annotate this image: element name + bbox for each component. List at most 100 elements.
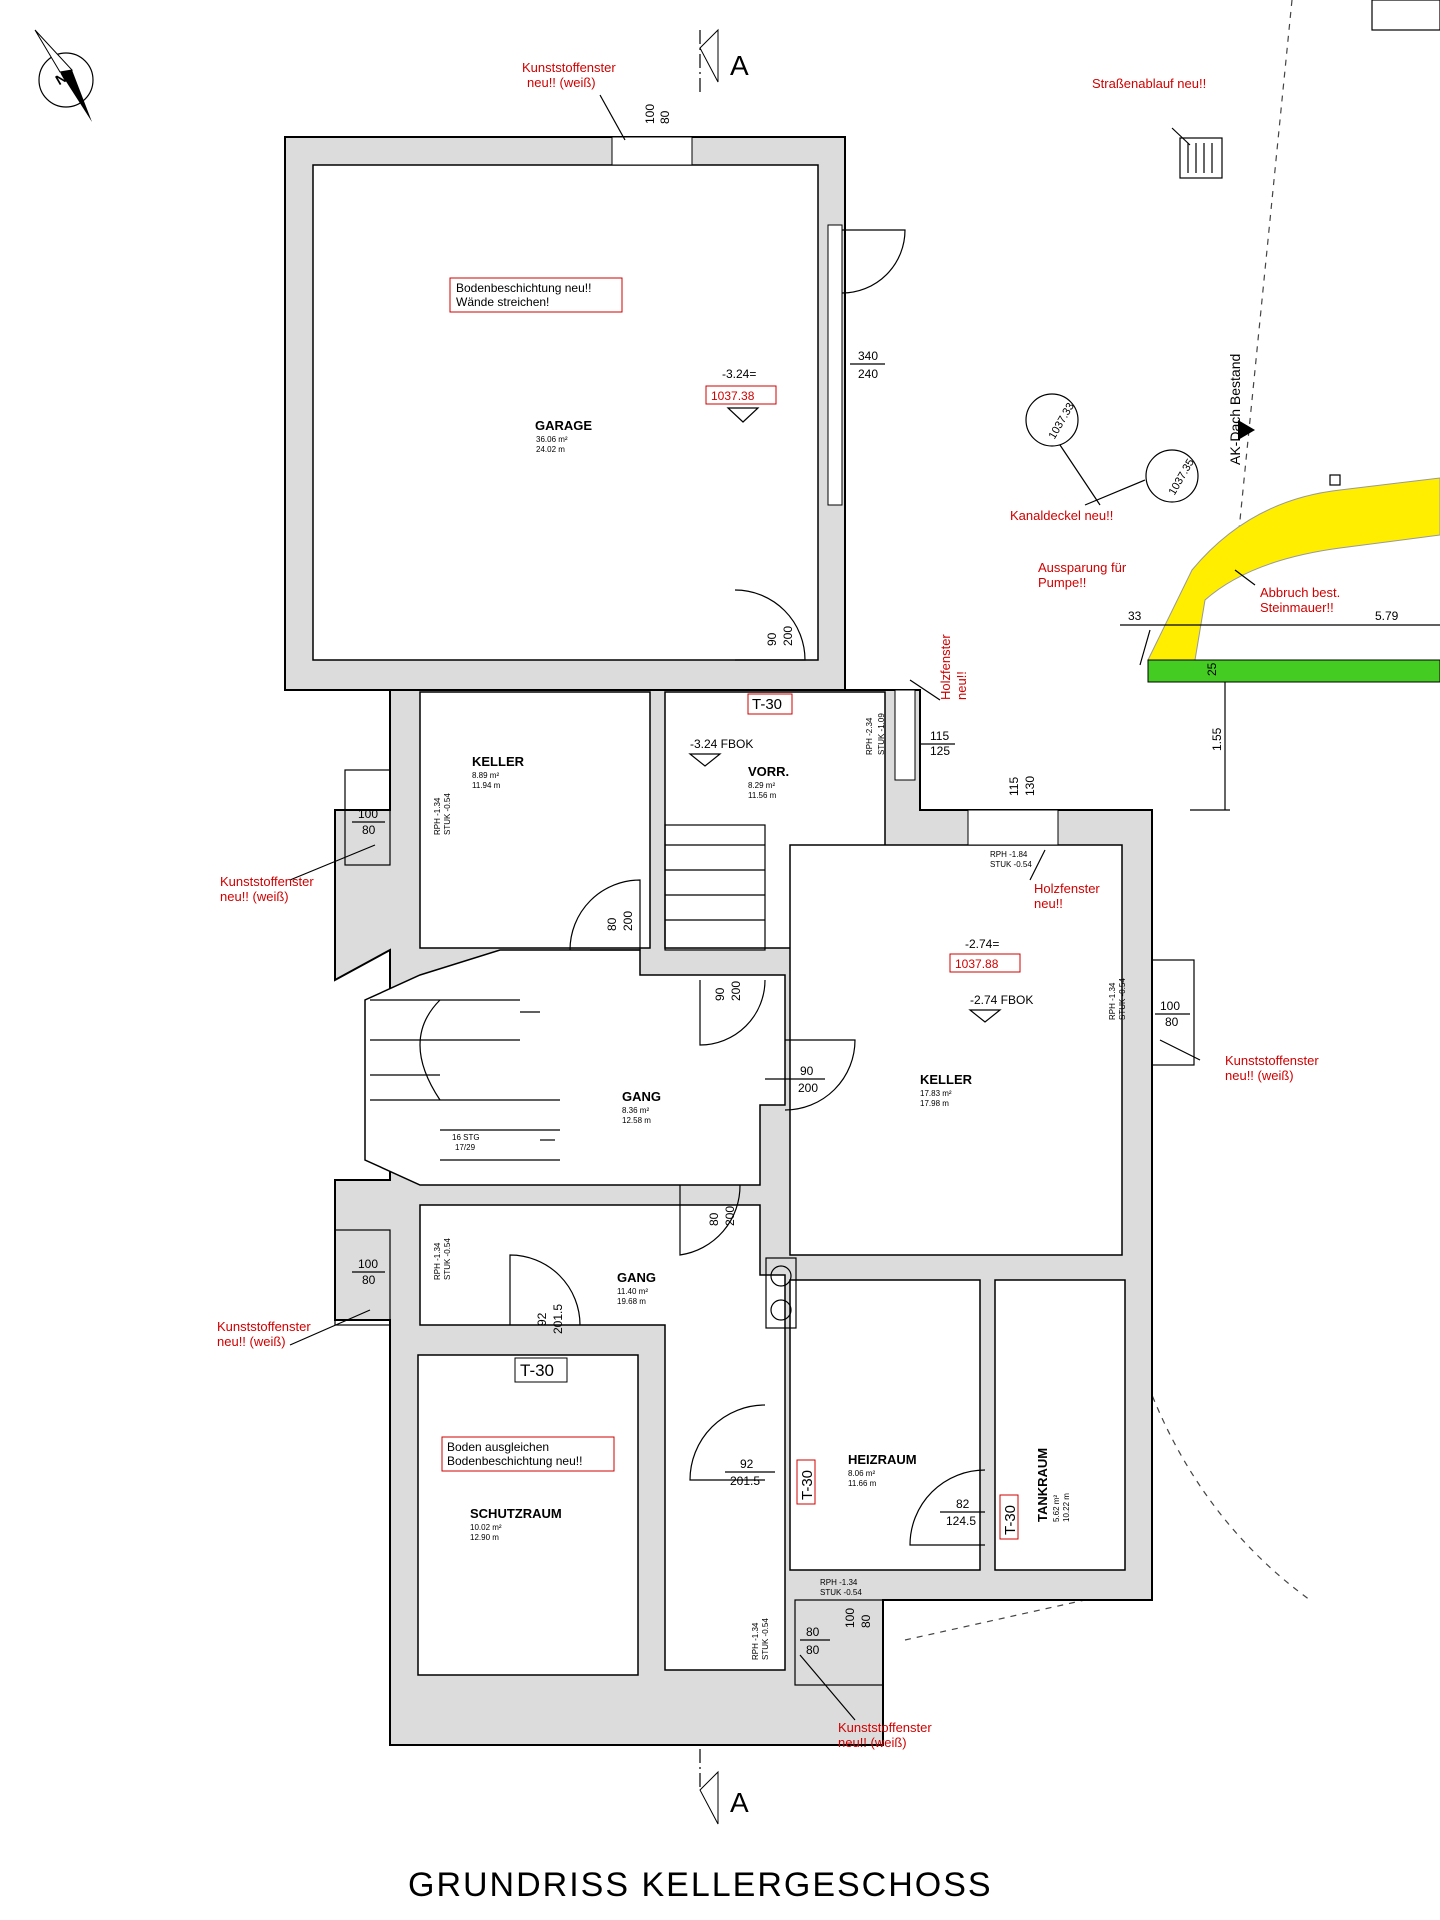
svg-text:TANKRAUM: TANKRAUM: [1035, 1448, 1050, 1522]
svg-text:T-30: T-30: [520, 1361, 554, 1380]
svg-text:340: 340: [858, 349, 878, 363]
svg-text:25: 25: [1205, 662, 1219, 676]
note-strassenablauf: Straßenablauf neu!!: [1092, 76, 1206, 91]
svg-text:200: 200: [729, 981, 743, 1001]
ak-dach-arrow-icon: [1238, 420, 1255, 440]
door-swing-1: [734, 589, 806, 661]
note-box-garage: Bodenbeschichtung neu!! Wände streichen!: [449, 277, 623, 313]
svg-text:11.94 m: 11.94 m: [472, 781, 501, 790]
svg-text:100: 100: [843, 1608, 857, 1628]
svg-text:Wände streichen!: Wände streichen!: [456, 295, 549, 309]
svg-text:STUK -1.09: STUK -1.09: [877, 713, 886, 755]
door-swing-3: [699, 979, 766, 1046]
room-label-gang1: GANG 8.36 m² 12.58 m: [622, 1089, 661, 1125]
marker-square: [1329, 474, 1341, 486]
svg-text:GARAGE: GARAGE: [535, 418, 592, 433]
garage-side-door: [841, 229, 906, 294]
removal-area: [1147, 477, 1440, 661]
existing-building-outline: [1371, 0, 1440, 31]
ak-dach-line: [1235, 0, 1293, 561]
note-holz-vorr: Holzfenster neu!!: [938, 634, 969, 700]
svg-text:24.02 m: 24.02 m: [536, 445, 565, 454]
svg-text:STUK -0.54: STUK -0.54: [761, 1618, 770, 1660]
svg-text:neu!! (weiß): neu!! (weiß): [1225, 1068, 1294, 1083]
section-label-bottom: A: [730, 1787, 749, 1818]
note-kunststoff-bottom: Kunststoffenster neu!! (weiß): [838, 1720, 932, 1750]
svg-text:Kunststoffenster: Kunststoffenster: [217, 1319, 311, 1334]
section-marker-top: A: [699, 28, 749, 95]
svg-text:Steinmauer!!: Steinmauer!!: [1260, 600, 1334, 615]
svg-text:19.68 m: 19.68 m: [617, 1297, 646, 1306]
svg-text:200: 200: [621, 911, 635, 931]
svg-text:-2.74=: -2.74=: [965, 937, 999, 951]
svg-text:124.5: 124.5: [946, 1514, 976, 1528]
note-box-schutzraum: Boden ausgleichen Bodenbeschichtung neu!…: [441, 1436, 615, 1472]
svg-text:100: 100: [1160, 999, 1180, 1013]
window-bay-bottom: [794, 1599, 884, 1686]
north-arrow-icon: N: [34, 29, 94, 122]
room-label-schutzraum: SCHUTZRAUM 10.02 m² 12.90 m: [470, 1506, 562, 1542]
room-label-vorr: VORR. 8.29 m² 11.56 m: [748, 764, 789, 800]
window-bay-right: [1151, 959, 1195, 1066]
svg-text:Boden ausgleichen: Boden ausgleichen: [447, 1440, 549, 1454]
svg-text:1.55: 1.55: [1210, 727, 1224, 751]
svg-text:T-30: T-30: [799, 1470, 816, 1500]
staircase: 16 STG 17/29: [370, 824, 766, 1161]
svg-text:RPH -1.34: RPH -1.34: [1108, 982, 1117, 1020]
svg-text:neu!! (weiß): neu!! (weiß): [527, 75, 596, 90]
svg-text:8.29 m²: 8.29 m²: [748, 781, 775, 790]
svg-text:Bodenbeschichtung neu!!: Bodenbeschichtung neu!!: [447, 1454, 582, 1468]
svg-text:90: 90: [765, 632, 779, 646]
fire-door-label-3: T-30: [796, 1459, 816, 1505]
svg-text:200: 200: [781, 626, 795, 646]
svg-text:80: 80: [859, 1614, 873, 1628]
svg-text:12.58 m: 12.58 m: [622, 1116, 651, 1125]
schutzraum-room: [417, 1354, 639, 1676]
svg-text:Bodenbeschichtung neu!!: Bodenbeschichtung neu!!: [456, 281, 591, 295]
svg-text:33: 33: [1128, 609, 1142, 623]
svg-text:8.06 m²: 8.06 m²: [848, 1469, 875, 1478]
svg-text:RPH -1.34: RPH -1.34: [751, 1622, 760, 1660]
note-holz-keller: Holzfenster neu!!: [1034, 881, 1100, 911]
svg-text:1037.38: 1037.38: [711, 389, 755, 403]
svg-text:100: 100: [358, 807, 378, 821]
svg-text:STUK -0.54: STUK -0.54: [443, 1238, 452, 1280]
svg-text:80: 80: [1165, 1015, 1179, 1029]
door-swing-5: [679, 1184, 741, 1256]
svg-text:92: 92: [535, 1312, 549, 1326]
svg-text:Abbruch best.: Abbruch best.: [1260, 585, 1340, 600]
section-label-top: A: [730, 50, 749, 81]
svg-text:92: 92: [740, 1457, 754, 1471]
svg-text:neu!!: neu!!: [1034, 896, 1063, 911]
svg-text:80: 80: [658, 110, 672, 124]
note-kunststoff-right: Kunststoffenster neu!! (weiß): [1225, 1053, 1319, 1083]
svg-text:Pumpe!!: Pumpe!!: [1038, 575, 1086, 590]
svg-text:-3.24=: -3.24=: [722, 367, 756, 381]
drain-icon: [1171, 127, 1223, 179]
svg-text:201.5: 201.5: [551, 1304, 565, 1334]
svg-text:T-30: T-30: [1002, 1505, 1019, 1535]
garage-room: [312, 164, 819, 661]
note-abbruch: Abbruch best. Steinmauer!!: [1260, 585, 1340, 615]
window-bay-left-1: [344, 769, 391, 866]
note-akdach: AK-Dach Bestand: [1227, 354, 1243, 465]
svg-text:STUK -0.54: STUK -0.54: [443, 793, 452, 835]
svg-text:Kunststoffenster: Kunststoffenster: [220, 874, 314, 889]
svg-text:80: 80: [362, 1273, 376, 1287]
gang1-room: [364, 949, 786, 1186]
window-bay-left-2: [334, 1229, 391, 1326]
svg-text:neu!!: neu!!: [954, 671, 969, 700]
garage-door: [827, 224, 843, 506]
svg-text:Kunststoffenster: Kunststoffenster: [838, 1720, 932, 1735]
svg-text:Holzfenster: Holzfenster: [938, 634, 953, 700]
svg-text:11.56 m: 11.56 m: [748, 791, 777, 800]
svg-text:16 STG: 16 STG: [452, 1133, 480, 1142]
svg-text:HEIZRAUM: HEIZRAUM: [848, 1452, 917, 1467]
fire-door-label-4: T-30: [999, 1494, 1019, 1540]
svg-text:8.36 m²: 8.36 m²: [622, 1106, 649, 1115]
window-vorr: [894, 689, 916, 781]
gang2-room: [419, 1204, 786, 1671]
room-label-keller1: KELLER 8.89 m² 11.94 m: [472, 754, 525, 790]
svg-text:RPH -1.34: RPH -1.34: [433, 797, 442, 835]
svg-text:80: 80: [806, 1643, 820, 1657]
